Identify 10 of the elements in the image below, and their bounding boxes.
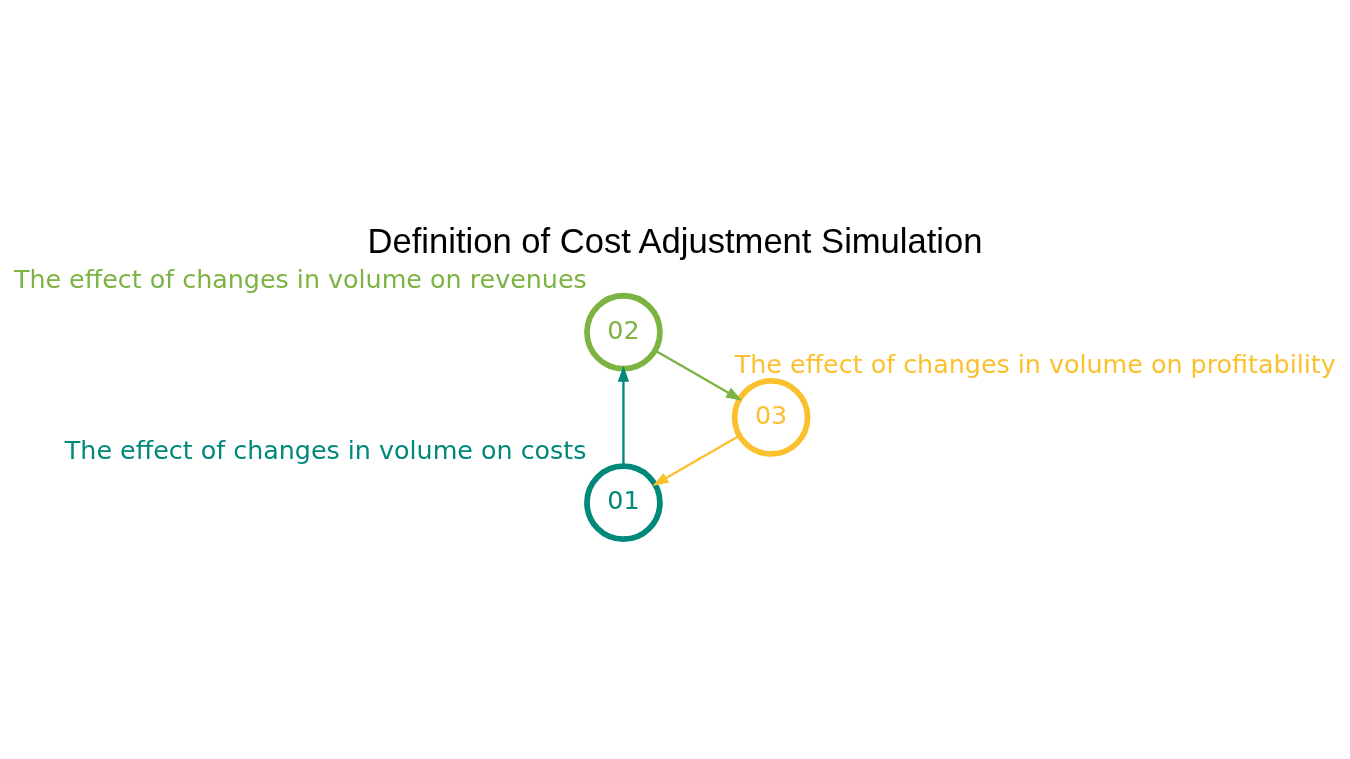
node-circle: 02 <box>584 292 663 372</box>
node-circle: 01 <box>584 462 663 542</box>
arrow <box>617 365 630 466</box>
node-label: The effect of changes in volume on revenues <box>13 263 587 294</box>
arrow <box>652 434 740 486</box>
node-label: The effect of changes in volume on profitability <box>734 348 1336 379</box>
node-circle: 03 <box>731 377 811 457</box>
diagram-title: Definition of Cost Adjustment Simulation <box>367 221 983 260</box>
node-label: The effect of changes in volume on costs <box>64 434 587 465</box>
arrow <box>654 349 743 401</box>
